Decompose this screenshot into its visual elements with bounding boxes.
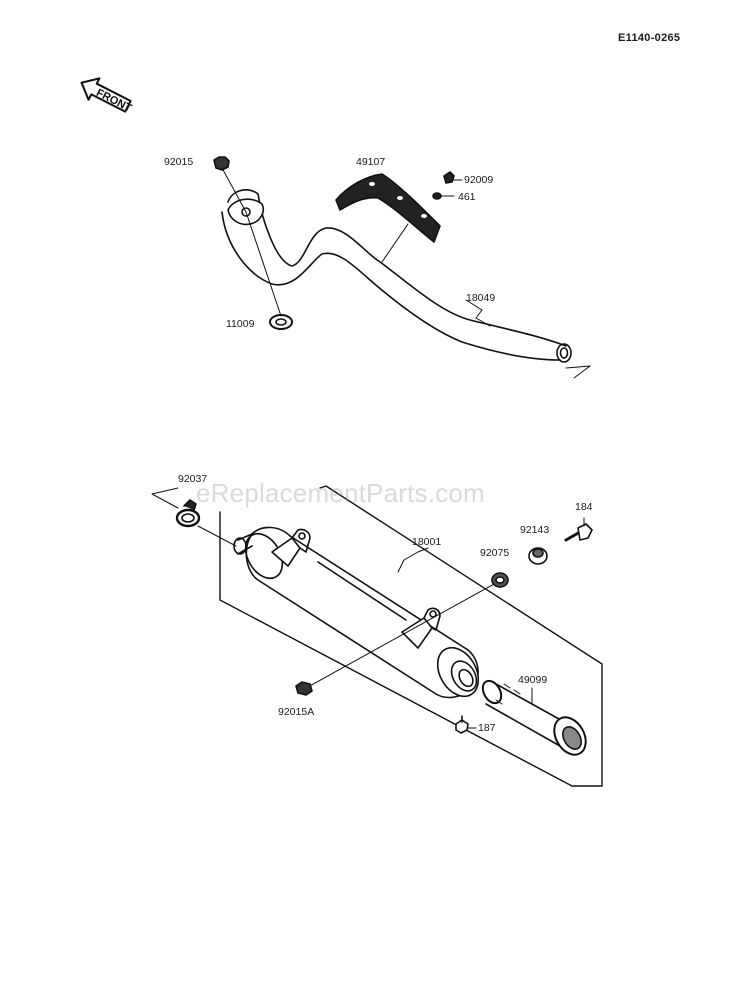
part-label-49099[interactable]: 49099 [518, 674, 548, 686]
part-label-92037[interactable]: 92037 [178, 473, 208, 485]
bolt-184-icon [564, 517, 593, 542]
gasket-11009-icon [245, 211, 293, 330]
washer-461-icon [432, 192, 455, 200]
nut-92015-icon [213, 156, 247, 213]
part-label-92075[interactable]: 92075 [480, 547, 510, 559]
damper-92075-icon [305, 572, 509, 689]
clamp-92037-icon [175, 499, 237, 547]
part-label-187[interactable]: 187 [478, 722, 496, 734]
part-label-11009[interactable]: 11009 [226, 318, 255, 330]
watermark: eReplacementParts.com [196, 478, 485, 508]
part-label-18049[interactable]: 18049 [466, 292, 496, 304]
part-label-18001[interactable]: 18001 [412, 536, 442, 548]
front-arrow-icon: FRONT [80, 77, 134, 115]
part-label-49107[interactable]: 49107 [356, 156, 386, 168]
screw-92009-icon [443, 171, 463, 184]
muffler-18001-drawing [233, 526, 480, 699]
spark-arrester-49099-drawing [481, 679, 587, 756]
part-label-461[interactable]: 461 [458, 191, 476, 203]
nut-92015A-icon [295, 681, 313, 696]
muffler-group-frame [219, 485, 603, 787]
svg-text:FRONT: FRONT [94, 87, 133, 115]
leader-18049 [465, 299, 491, 327]
diagram-code: E1140-0265 [618, 32, 681, 44]
heat-guard-49107-icon [335, 173, 441, 263]
part-label-184[interactable]: 184 [575, 501, 593, 513]
part-label-92015[interactable]: 92015 [164, 156, 194, 168]
clamp-extension [151, 487, 179, 509]
leader-18001 [397, 547, 429, 573]
part-label-92009[interactable]: 92009 [464, 174, 494, 186]
part-label-92015A[interactable]: 92015A [278, 706, 315, 718]
bolt-187-icon [455, 715, 477, 734]
collar-92143-icon [528, 547, 548, 565]
part-label-92143[interactable]: 92143 [520, 524, 550, 536]
